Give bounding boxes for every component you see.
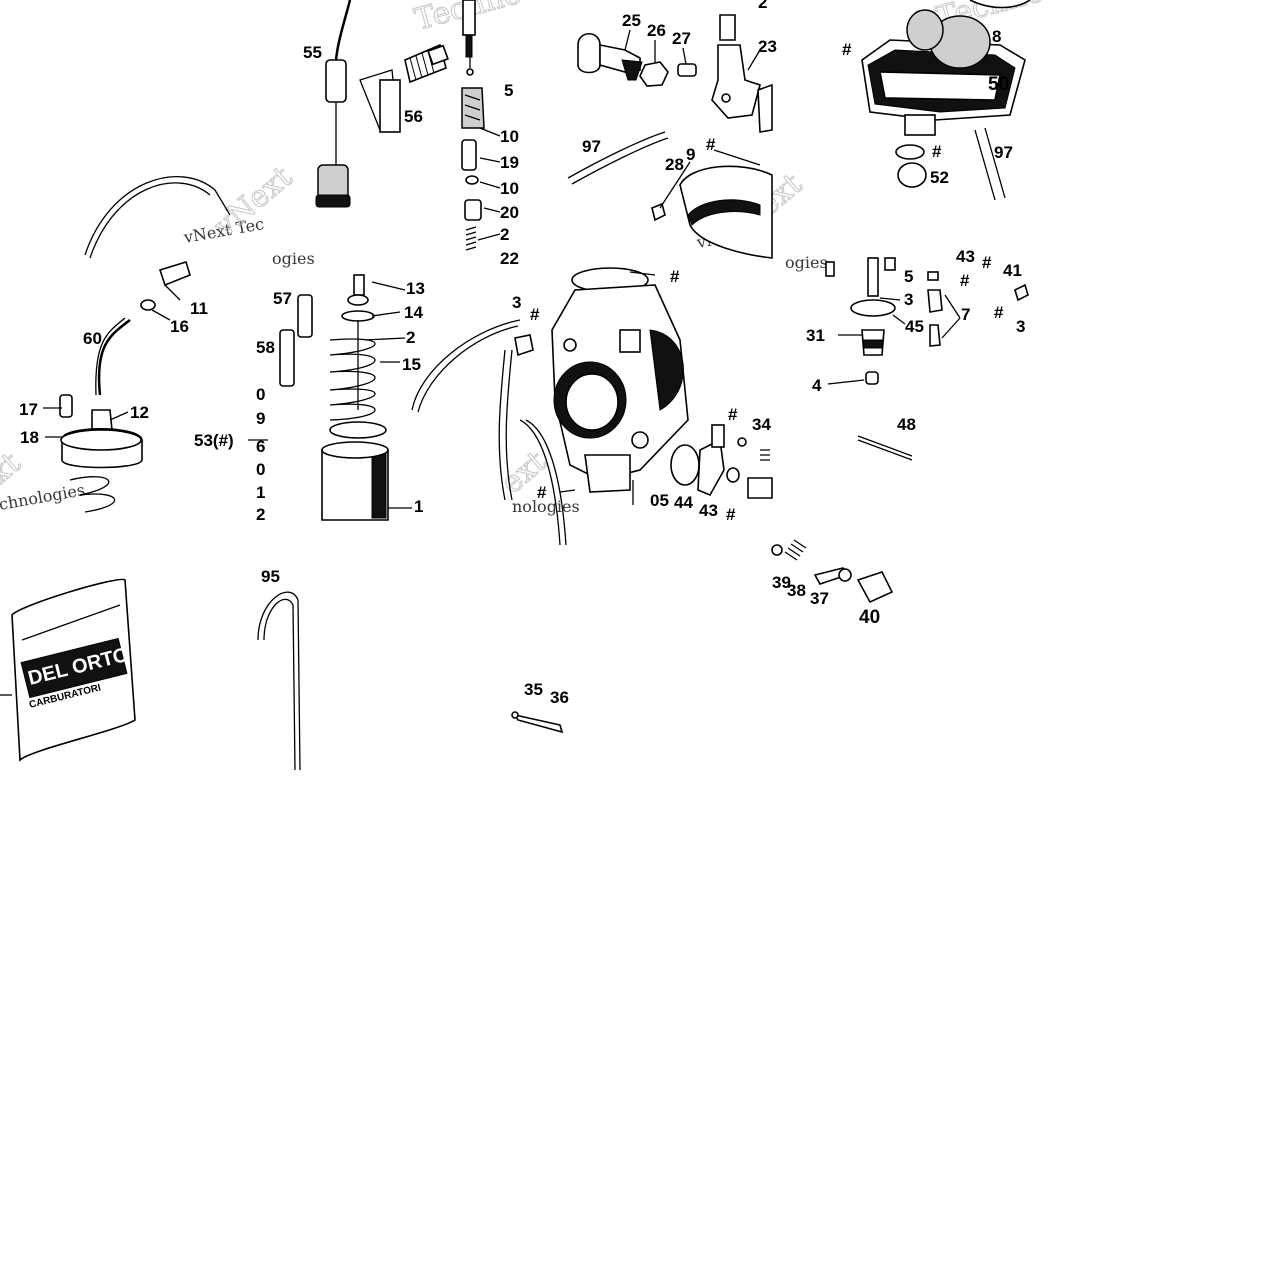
- part-label: 45: [905, 317, 924, 336]
- watermark-text: ogies: [272, 249, 315, 268]
- part-label: 3: [512, 293, 521, 312]
- part-label: 41: [1003, 261, 1022, 280]
- float-bowl: [861, 0, 1031, 201]
- part-label: 2: [256, 505, 265, 524]
- part-label: 10: [500, 179, 519, 198]
- part-label: 05: [650, 491, 669, 510]
- part-label: 8: [992, 27, 1001, 46]
- slide-spring-assembly: [248, 274, 412, 521]
- part-label: 12: [130, 403, 149, 422]
- gasket-kit-bag: DEL ORTO CARBURATORI: [0, 578, 136, 762]
- part-label: 48: [897, 415, 916, 434]
- part-label: 0: [256, 385, 265, 404]
- part-label: 58: [256, 338, 275, 357]
- part-label: 37: [810, 589, 829, 608]
- part-label: 7: [961, 305, 970, 324]
- part-label: 17: [19, 400, 38, 419]
- part-label: 44: [674, 493, 693, 512]
- part-label: 5: [904, 267, 913, 286]
- part-label: #: [706, 135, 716, 154]
- part-label: 52: [930, 168, 949, 187]
- part-label: 38: [787, 581, 806, 600]
- part-label: 14: [404, 303, 423, 322]
- part-label: #: [982, 253, 992, 272]
- part-label: 0: [256, 460, 265, 479]
- part-label: 57: [273, 289, 292, 308]
- part-label: #: [670, 267, 680, 286]
- part-label: 50: [988, 74, 1009, 95]
- part-label: 13: [406, 279, 425, 298]
- part-label: 36: [550, 688, 569, 707]
- part-label: #: [960, 271, 970, 290]
- fuel-tube: [257, 591, 301, 771]
- part-label: 16: [170, 317, 189, 336]
- part-label: 11: [190, 299, 208, 318]
- part-label: 27: [672, 29, 691, 48]
- jets-group: [825, 257, 1029, 461]
- part-label: 95: [261, 567, 280, 586]
- part-label: 60: [83, 329, 102, 348]
- slide-cap-assembly: [43, 261, 191, 513]
- part-label: 97: [994, 143, 1013, 162]
- part-label: #: [537, 483, 547, 502]
- part-label: 20: [500, 203, 519, 222]
- part-label: 35: [524, 680, 543, 699]
- needle-jet-stack: [461, 0, 501, 251]
- part-label: #: [932, 142, 942, 161]
- vent-hose-and-bell: [567, 131, 773, 259]
- pilot-screw-group: [577, 14, 773, 133]
- part-label: #: [530, 305, 540, 324]
- part-label: 3: [904, 290, 913, 309]
- part-label: 43: [699, 501, 718, 520]
- part-label: #: [842, 40, 852, 59]
- part-label: 56: [404, 107, 423, 126]
- part-label: #: [728, 405, 738, 424]
- part-label: 1: [414, 497, 423, 516]
- part-label: 9: [686, 145, 695, 164]
- part-label: 26: [647, 21, 666, 40]
- idle-screw-group: [511, 539, 894, 734]
- part-label: 9: [256, 409, 265, 428]
- part-label: 1: [256, 483, 265, 502]
- part-label: 39: [772, 573, 791, 592]
- part-label: 6: [256, 437, 265, 456]
- part-label: #: [726, 505, 736, 524]
- part-label: 43: [956, 247, 975, 266]
- part-label: 2: [758, 0, 767, 12]
- part-label: 19: [500, 153, 519, 172]
- part-label: 97: [582, 137, 601, 156]
- part-labels: 55 56 5 10 19 10 20 2 22 25 26 27 2 23 9…: [19, 0, 1025, 707]
- part-label: 5: [504, 81, 513, 100]
- part-label: 18: [20, 428, 39, 447]
- carburetor-body: [411, 267, 773, 546]
- part-label: 53(#): [194, 431, 234, 450]
- part-label: 3: [1016, 317, 1025, 336]
- part-label: 25: [622, 11, 641, 30]
- part-label: #: [994, 303, 1004, 322]
- part-label: 2: [406, 328, 415, 347]
- part-label: 28: [665, 155, 684, 174]
- throttle-cable-assembly: [84, 0, 449, 259]
- part-label: 4: [812, 376, 822, 395]
- watermark-text: chnologies: [0, 480, 86, 514]
- part-label: 55: [303, 43, 322, 62]
- watermark-text: xt: [0, 446, 27, 491]
- part-label: 31: [806, 326, 825, 345]
- part-label: 40: [859, 607, 880, 628]
- part-label: 34: [752, 415, 771, 434]
- part-label: 23: [758, 37, 777, 56]
- watermark-text: ogies: [785, 253, 828, 272]
- part-label: 2: [500, 225, 509, 244]
- part-label: 10: [500, 127, 519, 146]
- part-label: 22: [500, 249, 519, 268]
- part-label: 15: [402, 355, 421, 374]
